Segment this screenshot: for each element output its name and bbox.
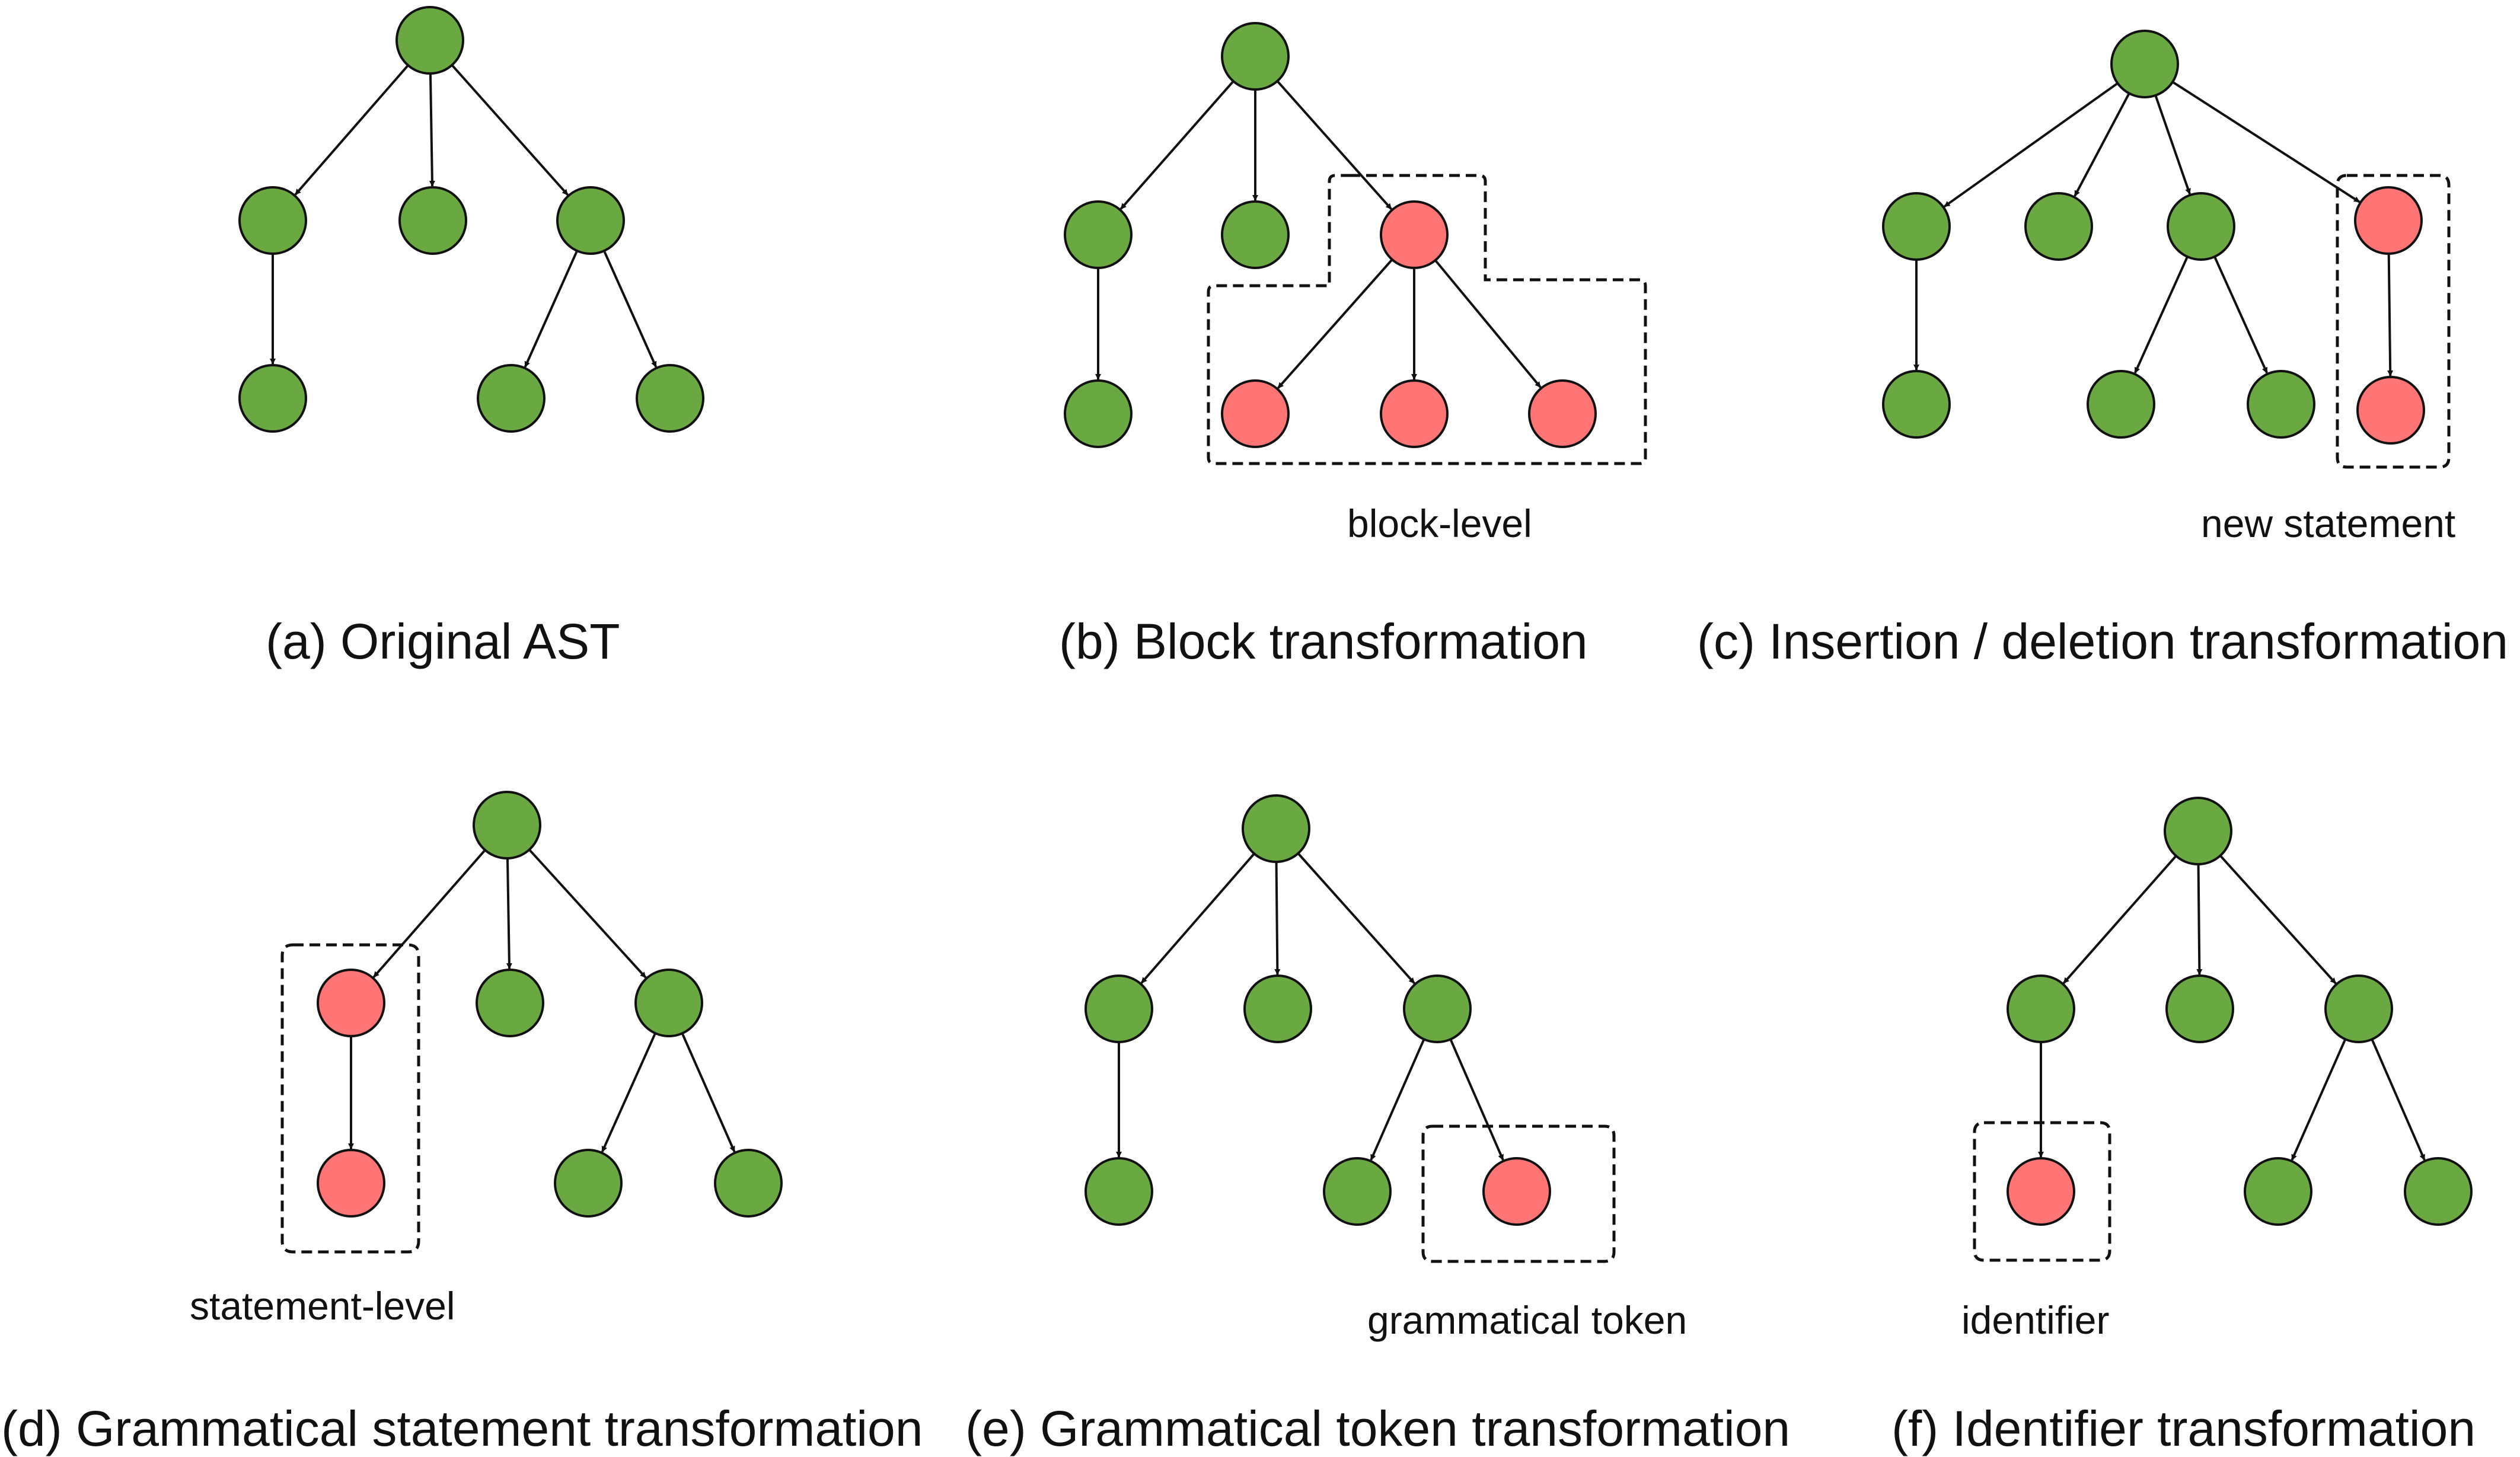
panel-c-edge-0-1: [1944, 82, 2119, 207]
panel-b-edge-0-1: [1119, 80, 1235, 210]
panel-c-node-0-original: [2110, 30, 2179, 98]
panel-d-node-2-original: [476, 969, 544, 1037]
panel-c-tree: [1882, 30, 2451, 469]
panel-f-edge-0-2: [2196, 864, 2203, 976]
panel-b-tree: [1064, 22, 1647, 465]
panel-c-node-6-original: [2087, 370, 2155, 439]
panel-e-node-4-original: [1084, 1157, 1153, 1226]
panel-e-edge-0-3: [1297, 852, 1415, 985]
panel-b-dashed-highlight-box: [1207, 174, 1647, 465]
panel-e-dashed-highlight-box: [1421, 1124, 1616, 1263]
panel-d-node-3-original: [634, 969, 703, 1037]
annotation-new-statement: new statement: [2201, 501, 2456, 545]
panel-b-node-4-original: [1064, 379, 1133, 448]
panel-d-node-0-original: [473, 791, 541, 859]
panel-c-edge-0-3: [2154, 95, 2191, 195]
panel-e-node-5-original: [1323, 1157, 1392, 1226]
panel-d-dashed-highlight-box: [280, 943, 420, 1254]
panel-a-node-4-original: [238, 364, 307, 433]
caption-insertion-deletion-transformation: (c) Insertion / deletion transformation: [1697, 614, 2508, 669]
panel-f-edge-3-5: [2291, 1039, 2347, 1161]
panel-c-node-5-original: [1882, 370, 1951, 439]
panel-a-node-0-original: [395, 6, 464, 75]
panel-b-node-0-original: [1221, 22, 1290, 91]
annotation-statement-level: statement-level: [190, 1284, 455, 1328]
panel-e-node-0-original: [1242, 794, 1310, 863]
panel-a-edge-0-2: [429, 73, 435, 187]
panel-a-edge-0-1: [294, 64, 409, 196]
panel-f-node-3-original: [2324, 974, 2393, 1043]
caption-grammatical-token-transformation: (e) Grammatical token transformation: [965, 1401, 1791, 1456]
panel-c-node-3-original: [2167, 192, 2235, 261]
panel-d-edge-0-1: [372, 849, 486, 978]
panel-f-node-1-original: [2007, 974, 2075, 1043]
panel-d-node-5-original: [554, 1149, 623, 1218]
panel-d-node-1-transformed: [317, 969, 385, 1037]
panel-c-dashed-highlight-box: [2336, 174, 2451, 469]
panel-c-node-2-original: [2024, 192, 2093, 261]
panel-f-tree: [1973, 797, 2473, 1262]
panel-c-node-7-original: [2247, 370, 2315, 439]
panel-b-node-1-original: [1064, 200, 1133, 269]
panel-d-edge-3-6: [681, 1033, 736, 1152]
panel-e-node-2-original: [1243, 974, 1312, 1043]
panel-b-node-7-transformed: [1528, 379, 1597, 448]
caption-block-transformation: (b) Block transformation: [1059, 614, 1588, 669]
panel-b-edge-3-5: [1277, 258, 1393, 389]
panel-c-edge-4-8: [2387, 253, 2394, 377]
panel-c-node-8-transformed: [2356, 376, 2425, 445]
panel-e-edge-3-5: [1370, 1039, 1425, 1161]
panel-a-node-5-original: [477, 364, 546, 433]
panel-f-edge-3-6: [2371, 1039, 2426, 1161]
annotation-identifier: identifier: [1961, 1298, 2110, 1342]
panel-e-edge-0-1: [1140, 852, 1255, 984]
panel-e-tree: [1084, 794, 1616, 1263]
panel-f-node-5-original: [2244, 1157, 2312, 1226]
panel-a-edge-0-3: [451, 64, 569, 196]
panel-b-node-2-original: [1221, 200, 1290, 269]
panel-f-dashed-highlight-box: [1973, 1121, 2111, 1262]
caption-identifier-transformation: (f) Identifier transformation: [1891, 1401, 2476, 1456]
panel-a-edge-3-6: [603, 250, 658, 368]
panel-b-node-5-transformed: [1221, 379, 1290, 448]
panel-c-node-1-original: [1882, 192, 1951, 261]
panel-d-node-4-transformed: [317, 1149, 385, 1218]
panel-a-node-1-original: [238, 186, 307, 255]
caption-original-ast: (a) Original AST: [266, 614, 620, 669]
annotation-grammatical-token: grammatical token: [1367, 1298, 1688, 1342]
panel-d-edge-0-2: [506, 858, 512, 970]
panel-b-edge-0-3: [1276, 80, 1392, 210]
panel-e-node-3-original: [1403, 974, 1472, 1043]
panel-f-edge-0-3: [2219, 855, 2337, 985]
panel-a-node-6-original: [636, 364, 704, 433]
panel-a-node-2-original: [398, 186, 467, 255]
panel-b-edge-3-7: [1434, 259, 1542, 388]
panel-d-edge-3-5: [601, 1033, 656, 1152]
panel-f-node-6-original: [2404, 1157, 2473, 1226]
panel-a-node-3-original: [556, 186, 625, 255]
panel-c-edge-0-4: [2172, 81, 2360, 203]
panel-d-tree: [280, 791, 783, 1254]
panel-e-node-1-original: [1084, 974, 1153, 1043]
panel-f-edge-0-1: [2062, 855, 2177, 984]
panel-a-edge-3-5: [524, 250, 578, 368]
panel-e-edge-3-6: [1449, 1039, 1504, 1161]
panel-b-node-6-transformed: [1380, 379, 1449, 448]
panel-a-tree: [238, 6, 704, 433]
panel-c-edge-0-2: [2074, 92, 2130, 197]
panel-e-node-6-transformed: [1482, 1157, 1551, 1226]
caption-grammatical-statement-transformation: (d) Grammatical statement transformation: [1, 1401, 923, 1456]
panel-b-node-3-transformed: [1380, 200, 1449, 269]
panel-d-edge-0-3: [528, 849, 647, 979]
annotation-block-level: block-level: [1347, 501, 1532, 545]
panel-c-node-4-transformed: [2354, 186, 2423, 255]
panel-e-edge-0-2: [1274, 861, 1281, 976]
panel-f-node-4-transformed: [2007, 1157, 2075, 1226]
panel-d-node-6-original: [714, 1149, 783, 1218]
panel-c-edge-3-6: [2133, 256, 2189, 374]
panel-c-edge-3-7: [2213, 256, 2269, 374]
panel-f-node-0-original: [2164, 797, 2232, 865]
panel-f-node-2-original: [2165, 974, 2234, 1043]
